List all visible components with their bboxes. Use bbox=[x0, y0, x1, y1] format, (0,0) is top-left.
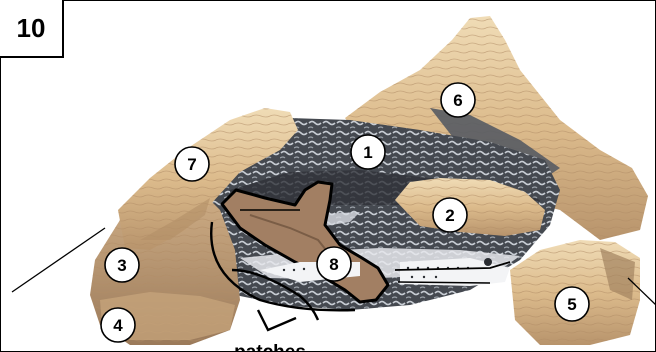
callout-7: 7 bbox=[175, 147, 209, 181]
callout-7-number: 7 bbox=[187, 155, 196, 174]
callout-6-number: 6 bbox=[453, 91, 462, 110]
callout-1: 1 bbox=[351, 135, 385, 169]
patches-label: patches bbox=[234, 342, 306, 352]
step-number-box: 10 bbox=[0, 0, 64, 58]
callout-8: 8 bbox=[317, 247, 351, 281]
step-number: 10 bbox=[17, 13, 46, 44]
callout-1-number: 1 bbox=[363, 143, 372, 162]
callout-4-number: 4 bbox=[113, 316, 123, 335]
callout-4: 4 bbox=[101, 308, 135, 342]
callout-3: 3 bbox=[105, 248, 139, 282]
callout-2: 2 bbox=[433, 198, 467, 232]
callout-3-number: 3 bbox=[117, 256, 126, 275]
callout-6: 6 bbox=[441, 83, 475, 117]
callout-8-number: 8 bbox=[329, 255, 338, 274]
callout-2-number: 2 bbox=[445, 206, 454, 225]
callout-5: 5 bbox=[555, 287, 589, 321]
callout-5-number: 5 bbox=[567, 295, 576, 314]
